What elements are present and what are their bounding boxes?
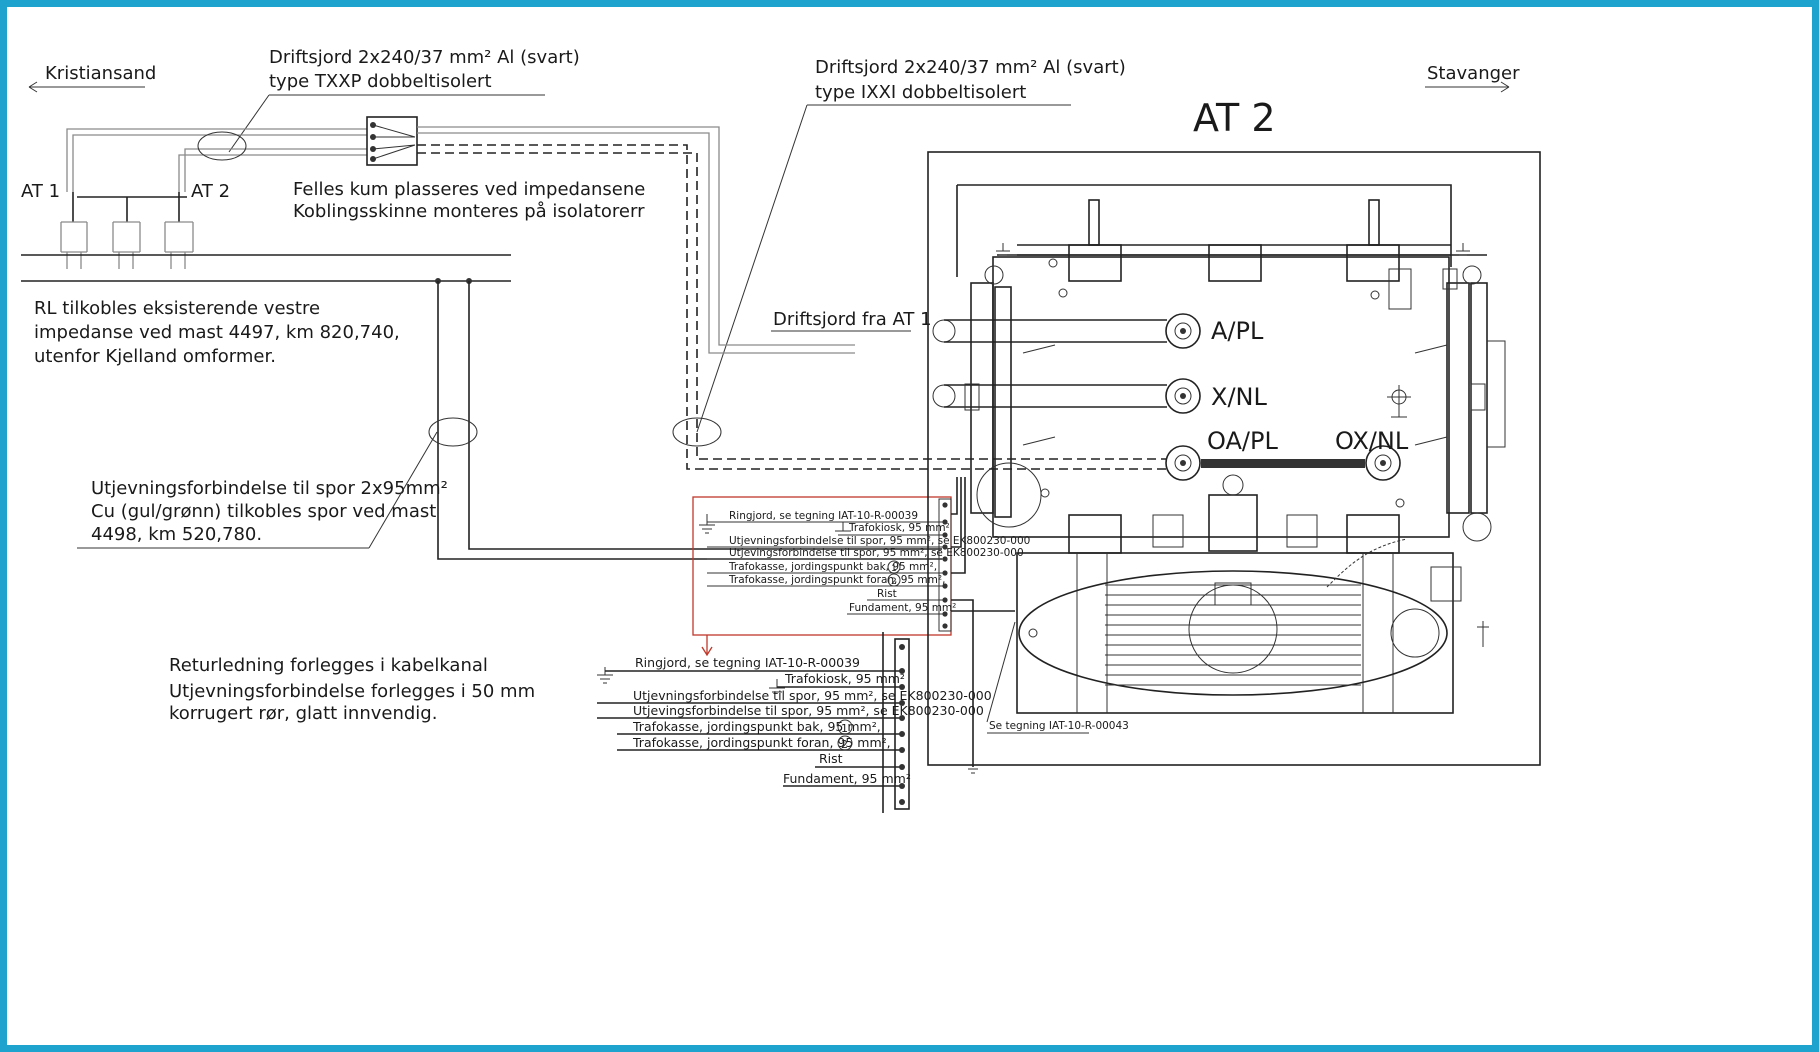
lower-row-trafokasse-foran: Trafokasse, jordingspunkt foran, 95 mm², — [632, 735, 891, 750]
cable-runs: Driftsjord fra AT 1 — [417, 126, 1167, 470]
retur-note-line3: korrugert rør, glatt innvendig. — [169, 703, 437, 724]
utj-note-line2: Cu (gul/grønn) tilkobles spor ved mast — [91, 501, 436, 522]
lower-row-fundament: Fundament, 95 mm² — [783, 771, 911, 786]
lower-row-ringjord: Ringjord, se tegning IAT-10-R-00039 — [635, 655, 860, 670]
direction-left: Kristiansand — [28, 63, 156, 93]
feeder-at2-label: AT 2 — [191, 181, 230, 202]
terminal-x-nl-label: X/NL — [1211, 383, 1267, 411]
lower-row-rist: Rist — [819, 751, 843, 766]
cable-label-right: Driftsjord 2x240/37 mm² Al (svart) type … — [696, 57, 1126, 433]
lower-row-trafokasse-bak: Trafokasse, jordingspunkt bak, 95 mm², — [632, 719, 881, 734]
upper-ground-symbol — [699, 514, 851, 536]
upper-mark-one: 1 — [891, 564, 897, 574]
utj-note-line1: Utjevningsforbindelse til spor 2x95mm² — [91, 478, 448, 499]
retur-note: Returledning forlegges i kabelkanal Utje… — [169, 655, 535, 724]
upper-row-rist: Rist — [877, 588, 897, 600]
terminal-box-lower: Ringjord, se tegning IAT-10-R-00039 Traf… — [597, 632, 992, 813]
retur-note-line1: Returledning forlegges i kabelkanal — [169, 655, 488, 676]
terminal-box-upper: Ringjord, se tegning IAT-10-R-00039 Traf… — [692, 496, 1030, 657]
grounding-diagram: Kristiansand Stavanger Driftsjord 2x240/… — [21, 47, 1541, 813]
rl-note: RL tilkobles eksisterende vestre impedan… — [34, 298, 400, 367]
driftsjord-at1-label: Driftsjord fra AT 1 — [773, 309, 932, 330]
transformer-outline — [927, 151, 1541, 766]
upper-row-utj-1: Utjevningsforbindelse til spor, 95 mm², … — [729, 535, 1030, 547]
cable-left-line2: type TXXP dobbeltisolert — [269, 71, 492, 92]
terminal-oa-pl: OA/PL — [1165, 427, 1278, 481]
neutral-symbol — [1387, 385, 1411, 418]
upper-row-utj-2: Utjevingsforbindelse til spor, 95 mm², s… — [729, 547, 1024, 559]
upper-row-ringjord: Ringjord, se tegning IAT-10-R-00039 — [729, 510, 918, 522]
see-drawing-ref: Se tegning IAT-10-R-00043 — [989, 720, 1129, 732]
lower-row-utj-1: Utjevningsforbindelse til spor, 95 mm², … — [633, 688, 992, 703]
terminal-oa-pl-label: OA/PL — [1207, 427, 1278, 455]
cable-right-line2: type IXXI dobbeltisolert — [815, 82, 1026, 103]
utj-note-line3: 4498, km 520,780. — [91, 524, 262, 545]
coil-2 — [112, 221, 141, 269]
feeder-at1-label: AT 1 — [21, 181, 60, 202]
direction-left-label: Kristiansand — [45, 63, 156, 84]
rl-note-line1: RL tilkobles eksisterende vestre — [34, 298, 320, 319]
retur-note-line2: Utjevningsforbindelse forlegges i 50 mm — [169, 681, 535, 702]
upper-row-trafokiosk: Trafokiosk, 95 mm² — [848, 522, 950, 534]
diagram-title: AT 2 — [1193, 96, 1276, 140]
transformer-tank-lower — [1016, 474, 1489, 714]
kum-note: Felles kum plasseres ved impedansene Kob… — [293, 179, 645, 222]
rl-note-line2: impedanse ved mast 4497, km 820,740, — [34, 322, 400, 343]
terminal-a-pl-label: A/PL — [1211, 317, 1264, 345]
utj-note: Utjevningsforbindelse til spor 2x95mm² C… — [77, 431, 448, 549]
feeder-area: AT 1 AT 2 — [21, 128, 511, 284]
upper-row-fundament: Fundament, 95 mm² — [849, 602, 956, 614]
terminal-x-nl: X/NL — [1165, 378, 1267, 414]
rl-note-line3: utenfor Kjelland omformer. — [34, 346, 276, 367]
terminal-ox-nl-label: OX/NL — [1335, 427, 1409, 455]
coupling-box — [366, 116, 418, 166]
lower-mark-one: 1 — [841, 722, 848, 735]
kum-note-line1: Felles kum plasseres ved impedansene — [293, 179, 645, 200]
upper-row-trafokasse-foran: Trafokasse, jordingspunkt foran, 95 mm², — [728, 574, 945, 586]
terminal-ox-nl: OX/NL — [1335, 427, 1409, 481]
lower-mark-two: 2 — [841, 738, 848, 751]
cable-right-line1: Driftsjord 2x240/37 mm² Al (svart) — [815, 57, 1126, 78]
upper-row-trafokasse-bak: Trafokasse, jordingspunkt bak, 95 mm², — [728, 561, 937, 573]
upper-mark-two: 2 — [891, 577, 897, 587]
coil-1 — [60, 221, 88, 269]
upper-box-connections: Se tegning IAT-10-R-00043 — [951, 477, 1129, 774]
lower-row-trafokiosk: Trafokiosk, 95 mm² — [784, 671, 905, 686]
direction-right-label: Stavanger — [1427, 63, 1520, 84]
coil-3 — [164, 221, 194, 269]
cable-label-left: Driftsjord 2x240/37 mm² Al (svart) type … — [228, 47, 580, 153]
cable-left-line1: Driftsjord 2x240/37 mm² Al (svart) — [269, 47, 580, 68]
terminal-a-pl: A/PL — [1165, 313, 1264, 349]
direction-right: Stavanger — [1425, 63, 1520, 93]
coupling-bar — [1201, 459, 1365, 468]
kum-note-line2: Koblingsskinne monteres på isolatorerr — [293, 201, 645, 222]
lower-row-utj-2: Utjevingsforbindelse til spor, 95 mm², s… — [633, 703, 984, 718]
